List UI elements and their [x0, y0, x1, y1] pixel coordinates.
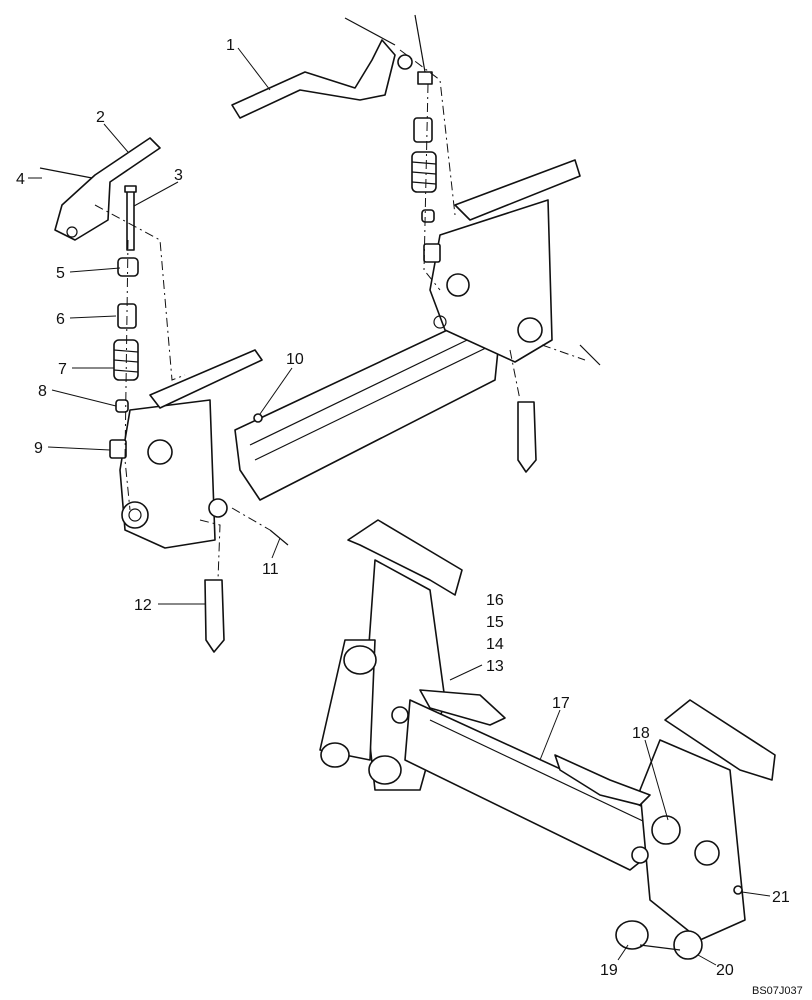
bolt-part-3 [124, 185, 137, 251]
callout-13: 13 [486, 658, 504, 675]
callout-labels: 1 2 3 4 5 6 7 8 9 10 11 12 13 14 15 16 1… [16, 37, 790, 979]
leader-lines [28, 47, 771, 966]
nut-part-9 [109, 439, 127, 459]
callout-7: 7 [58, 361, 67, 378]
callout-5: 5 [56, 265, 65, 282]
callout-1: 1 [226, 37, 235, 54]
callout-6: 6 [56, 311, 65, 328]
callout-12: 12 [134, 597, 152, 614]
callout-4: 4 [16, 171, 25, 188]
callout-17: 17 [552, 695, 570, 712]
drawing-code: BS07J037 [752, 985, 803, 997]
pin-part-11 [269, 529, 289, 546]
lever-arm-part-2 [39, 137, 161, 241]
callout-2: 2 [96, 109, 105, 126]
lever-arm-part-1 [231, 14, 433, 119]
callout-9: 9 [34, 440, 43, 457]
callout-16: 16 [486, 592, 504, 609]
callout-20: 20 [716, 962, 734, 979]
assembly-lines [94, 49, 586, 581]
callout-18: 18 [632, 725, 650, 742]
callout-21: 21 [772, 889, 790, 906]
callout-8: 8 [38, 383, 47, 400]
callout-14: 14 [486, 636, 504, 653]
callout-3: 3 [174, 167, 183, 184]
callout-11: 11 [262, 561, 279, 578]
lower-frame-assembly [319, 519, 776, 960]
callout-10: 10 [286, 351, 304, 368]
handle-part-13 [419, 689, 506, 726]
callout-19: 19 [600, 962, 618, 979]
latch-pin-part-12 [204, 579, 225, 653]
pins [204, 344, 601, 653]
right-spring-stack [411, 117, 441, 263]
upper-frame-assembly [119, 159, 581, 549]
callout-15: 15 [486, 614, 504, 631]
fitting-part-10 [253, 413, 263, 423]
